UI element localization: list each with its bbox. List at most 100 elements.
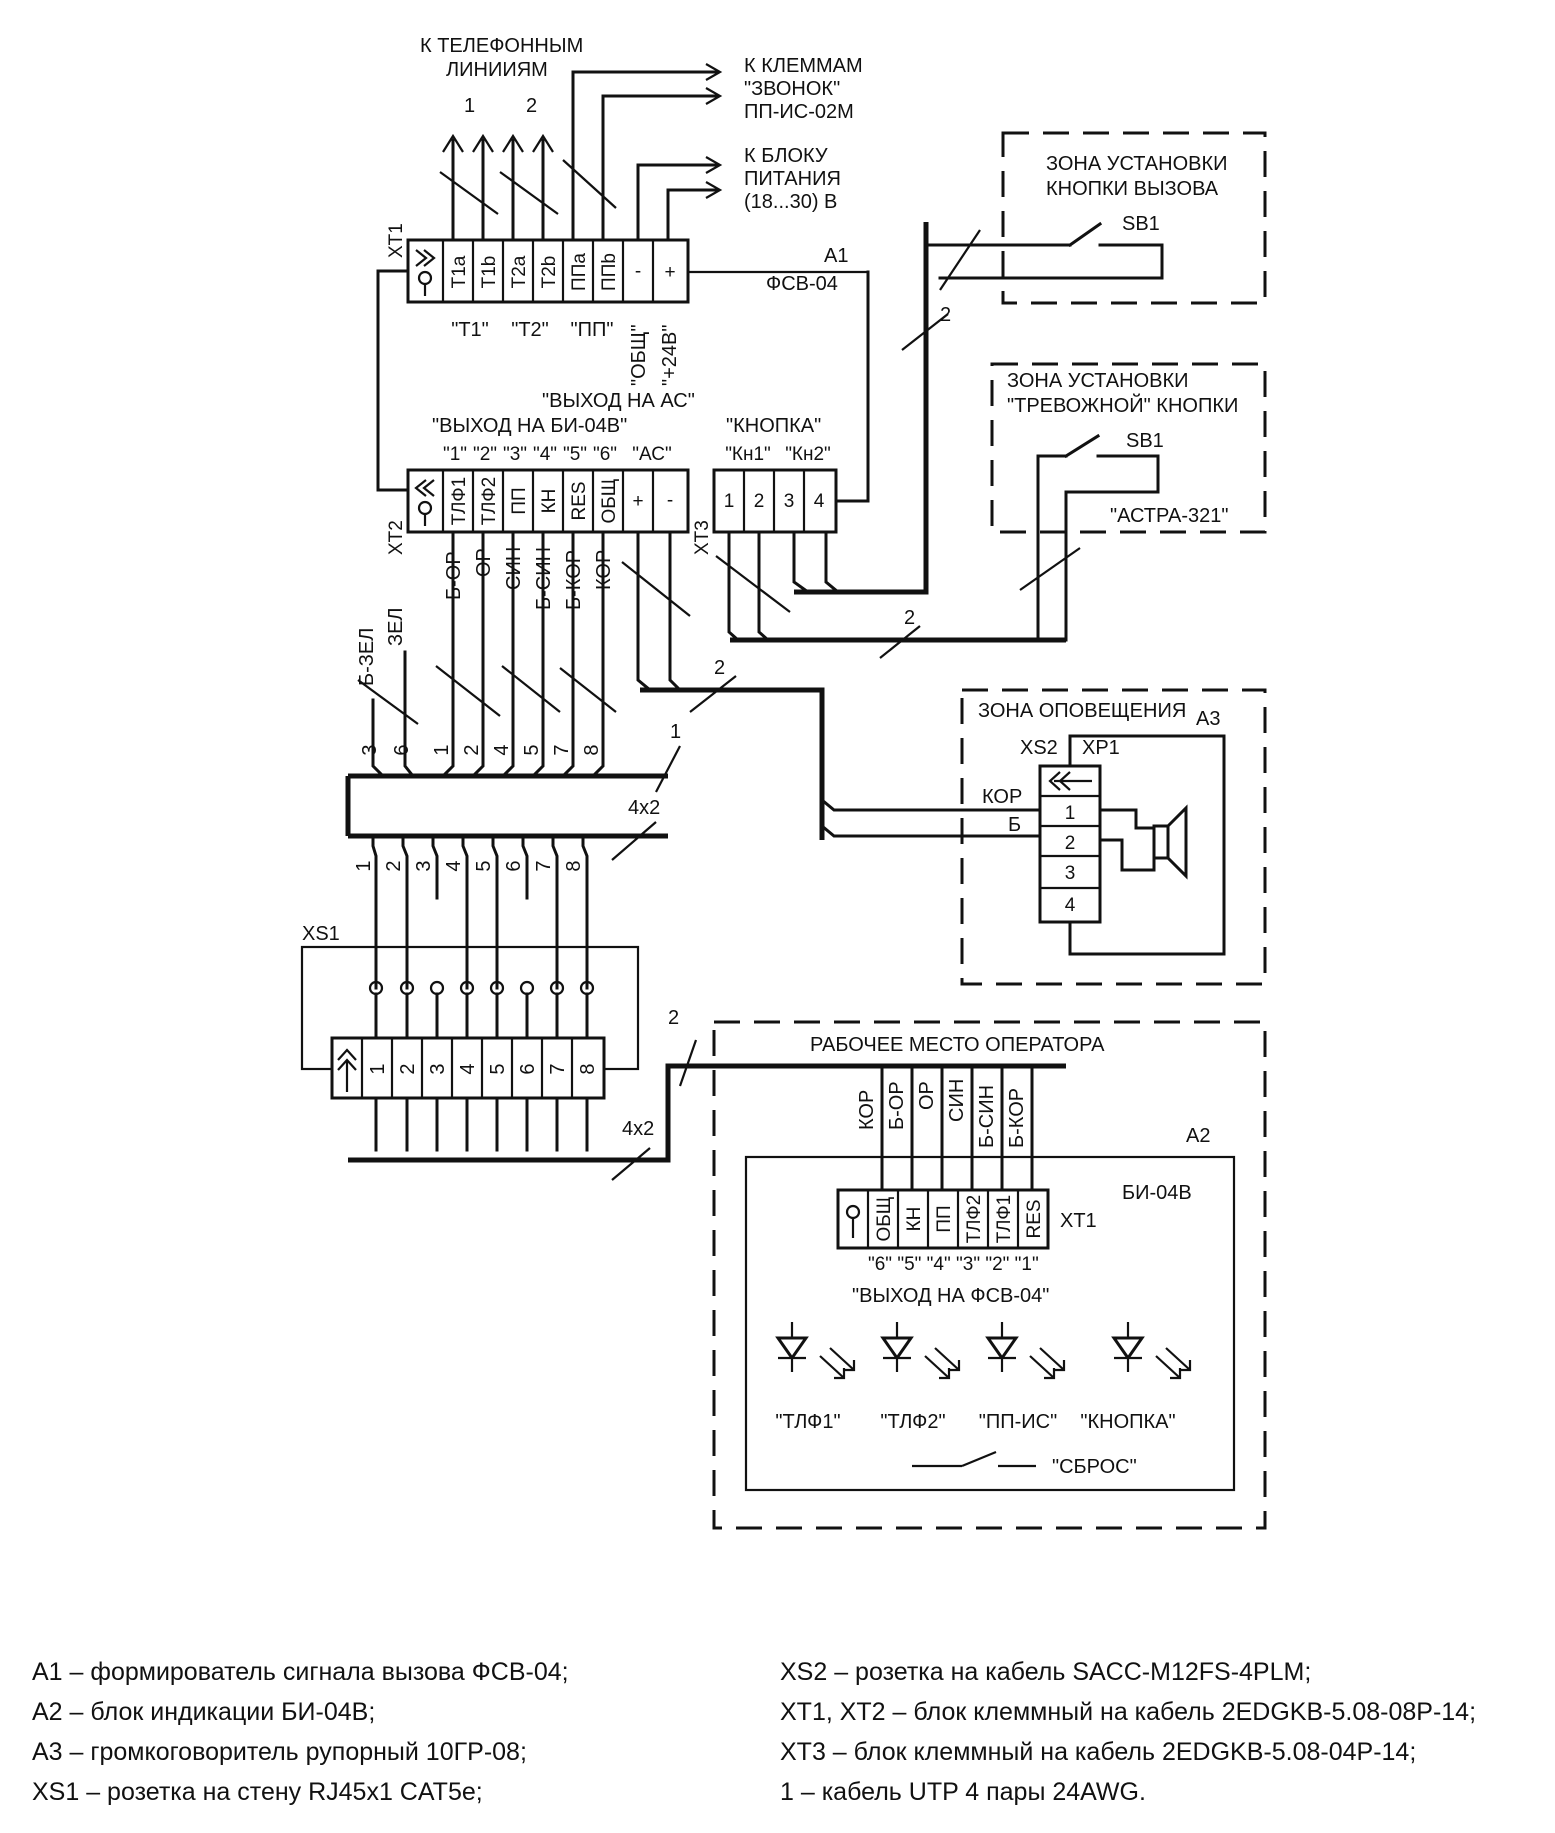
xt3-pin-4: 4 bbox=[814, 491, 825, 512]
cable-2-call-label: 2 bbox=[940, 304, 951, 326]
wire-color-b-zel: Б-ЗЕЛ bbox=[356, 628, 378, 686]
xt2-num-5: "5" bbox=[563, 444, 587, 465]
xt2-pin-kn: КН bbox=[539, 489, 560, 514]
a2-model: БИ-04В bbox=[1122, 1182, 1192, 1204]
cable-pin-top-4: 4 bbox=[491, 744, 513, 755]
kn2-label: "Кн2" bbox=[785, 444, 831, 465]
a2-label: A2 bbox=[1186, 1125, 1210, 1147]
led-ppis-label: "ПП-ИС" bbox=[979, 1411, 1057, 1433]
bi-pin-obsh: ОБЩ bbox=[874, 1196, 895, 1241]
sb1-call-label: SB1 bbox=[1122, 213, 1160, 235]
xt3-label: XT3 bbox=[692, 520, 713, 555]
led-tlf2-icon bbox=[880, 1322, 961, 1380]
bi-terminal-block: ОБЩ КН ПП ТЛФ2 ТЛФ1 RES bbox=[836, 1188, 1050, 1250]
cable-pin-bottom-4: 4 bbox=[443, 860, 465, 871]
cable-2-speaker-label: 2 bbox=[714, 657, 725, 679]
xp1-connector: 1 2 3 4 bbox=[1038, 764, 1102, 924]
bi-pin-kn: КН bbox=[904, 1207, 925, 1232]
phone-line-1-label: 1 bbox=[464, 95, 475, 117]
xt2-pin-pp: ПП bbox=[509, 487, 530, 514]
xt2-pin-tlf2: ТЛФ2 bbox=[479, 477, 500, 525]
cable-1-label: 1 bbox=[670, 721, 681, 743]
reset-switch-icon bbox=[912, 1450, 1036, 1468]
xp1-pin-1: 1 bbox=[1065, 803, 1076, 824]
reset-label: "СБРОС" bbox=[1052, 1456, 1137, 1478]
cable-4x2-label-top: 4х2 bbox=[628, 797, 660, 819]
xt1-group-pp: "ПП" bbox=[571, 319, 614, 341]
xp1-pin-3: 3 bbox=[1065, 863, 1076, 884]
sb1-alarm-switch bbox=[1036, 433, 1160, 642]
xt2-num-4: "4" bbox=[533, 444, 557, 465]
bi-connector-icon bbox=[845, 1204, 861, 1238]
phone-lines-title-2: ЛИНИИЯМ bbox=[446, 59, 548, 81]
operator-title: РАБОЧЕЕ МЕСТО ОПЕРАТОРА bbox=[810, 1034, 1105, 1056]
xs1-socket: 1 2 3 4 5 6 7 8 bbox=[330, 1036, 606, 1100]
led-tlf2-label: "ТЛФ2" bbox=[880, 1411, 945, 1433]
xt1-pin-t2a: T2a bbox=[509, 255, 530, 288]
cable-1 bbox=[345, 745, 681, 861]
a1-kn-link bbox=[834, 270, 870, 503]
legend-item: XS2 – розетка на кабель SACC-M12FS-4PLM; bbox=[780, 1658, 1312, 1686]
xt1-pin-t2b: T2b bbox=[539, 256, 560, 289]
zone-operator bbox=[712, 1020, 1267, 1530]
sb1-call-switch bbox=[924, 221, 1164, 280]
led-button-icon bbox=[1111, 1322, 1192, 1380]
xs1-pin-3: 3 bbox=[427, 1063, 449, 1074]
rj45-icon bbox=[337, 1048, 357, 1092]
bi-pin-res: RES bbox=[1024, 1199, 1045, 1238]
xt1-group-t1: "Т1" bbox=[451, 319, 489, 341]
cable-pin-top-5: 5 bbox=[521, 744, 543, 755]
cable-pin-bottom-1: 1 bbox=[353, 860, 375, 871]
led-ppis-icon bbox=[985, 1322, 1066, 1380]
xt1-pin-plus: + bbox=[664, 262, 675, 283]
cable-pin-top-3: 3 bbox=[359, 744, 381, 755]
xt3-terminal-block: 1 2 3 4 XT3 bbox=[692, 468, 838, 555]
cable-pin-bottom-5: 5 bbox=[473, 860, 495, 871]
power-label-3: (18...30) В bbox=[744, 191, 837, 213]
zone-speaker bbox=[960, 688, 1267, 986]
xp1-pin-2: 2 bbox=[1065, 833, 1076, 854]
cable-1-wires-bottom bbox=[371, 834, 589, 990]
xt1-pin-ppa: ППа bbox=[569, 253, 590, 291]
cable-pin-bottom-8: 8 bbox=[563, 860, 585, 871]
cable-pin-top-7: 7 bbox=[551, 744, 573, 755]
a1-model: ФСВ-04 bbox=[766, 273, 838, 295]
xt1-pin-ppb: ППb bbox=[599, 253, 620, 291]
speaker-wires bbox=[636, 530, 683, 693]
xt2-pin-minus: - bbox=[667, 490, 673, 511]
phone-line-wires bbox=[439, 133, 617, 242]
legend-item: XT3 – блок клеммный на кабель 2EDGKB-5.0… bbox=[780, 1738, 1417, 1766]
connector-socket-icon bbox=[414, 479, 435, 526]
astra-label: "АСТРА-321" bbox=[1110, 505, 1228, 527]
legend-left: А1 – формирователь сигнала вызова ФСВ-04… bbox=[32, 1652, 569, 1812]
zone-alarm-title-2: "ТРЕВОЖНОЙ" КНОПКИ bbox=[1007, 393, 1238, 417]
a2-frame bbox=[744, 1155, 1236, 1492]
xt2-num-6: "6" bbox=[593, 444, 617, 465]
b-label: Б bbox=[1008, 814, 1021, 836]
xt2-num-2: "2" bbox=[473, 444, 497, 465]
legend-item: XT1, XT2 – блок клеммный на кабель 2EDGK… bbox=[780, 1698, 1477, 1726]
xt1-pin-t1b: T1b bbox=[479, 256, 500, 289]
xt2-label: XT2 bbox=[386, 520, 407, 555]
cable-2-speaker bbox=[640, 687, 825, 840]
cable-pin-bottom-3: 3 bbox=[413, 860, 435, 871]
kor-label: КОР bbox=[982, 786, 1022, 808]
xt1-terminal-block: T1a T1b T2a T2b ППа ППb - + XT1 bbox=[386, 223, 690, 304]
cable-4x2-label-bottom: 4х2 bbox=[622, 1118, 654, 1140]
cable-pin-top-6: 6 bbox=[391, 744, 413, 755]
op-wire-sin: СИН bbox=[946, 1079, 968, 1122]
power-label-2: ПИТАНИЯ bbox=[744, 168, 841, 190]
op-wire-b-sin: Б-СИН bbox=[976, 1085, 998, 1148]
top-wire-colors: Б-ЗЕЛ ЗЕЛ Б-ОР ОР СИН Б-СИН Б-КОР КОР bbox=[356, 547, 615, 686]
phone-lines-title-1: К ТЕЛЕФОННЫМ bbox=[420, 35, 583, 57]
xt2-pin-res: RES bbox=[569, 481, 590, 520]
xs1-label: XS1 bbox=[302, 923, 340, 945]
bi-pin-tlf2: ТЛФ2 bbox=[964, 1195, 985, 1243]
xt1-obsh-label: "ОБЩ" bbox=[628, 324, 650, 386]
connector-plug-icon bbox=[415, 249, 436, 296]
xt1-xt2-link bbox=[376, 269, 410, 492]
power-label-1: К БЛОКУ bbox=[744, 145, 828, 167]
cable-pin-bottom-7: 7 bbox=[533, 860, 555, 871]
cable-pin-bottom-2: 2 bbox=[383, 860, 405, 871]
speaker-icon bbox=[1098, 804, 1188, 880]
